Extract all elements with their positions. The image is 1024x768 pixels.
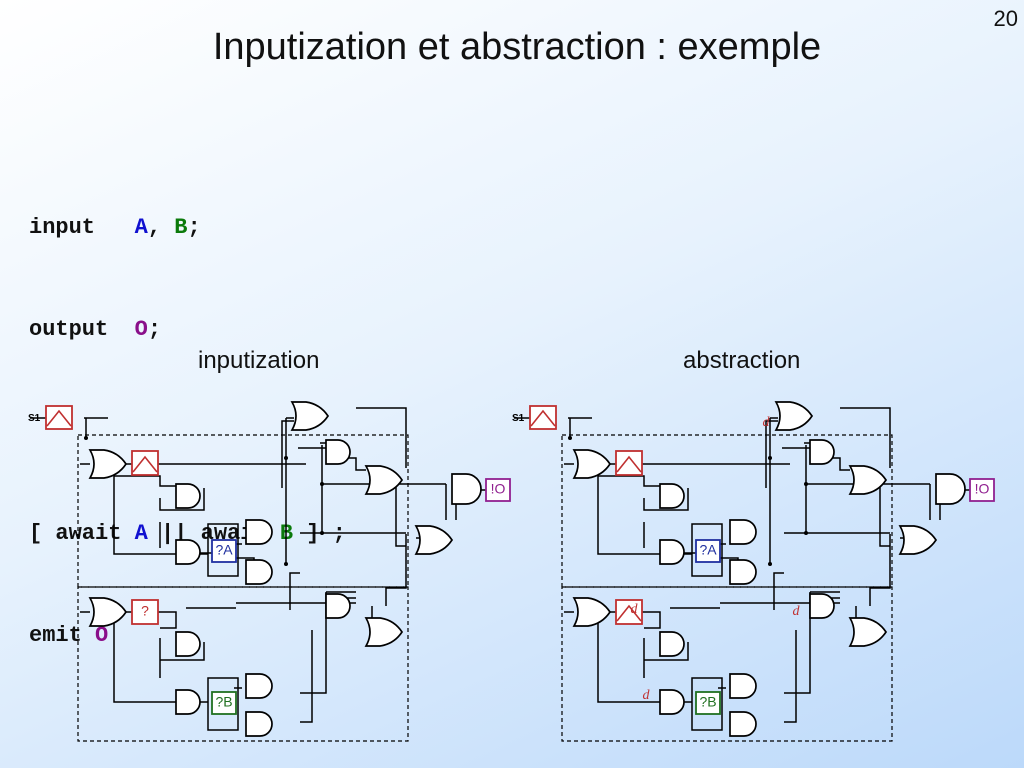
register-top xyxy=(131,450,159,476)
page-number: 20 xyxy=(993,6,1018,31)
input-b-box: ?B xyxy=(211,691,237,715)
input-b-frame xyxy=(691,677,723,731)
or-gates xyxy=(572,401,938,647)
junction-dots xyxy=(84,436,324,566)
boot-input-label: S1 xyxy=(512,413,525,424)
abstraction-box-top xyxy=(77,434,409,588)
abstract-marker-register: d xyxy=(631,602,639,617)
abstraction-box-bottom xyxy=(561,586,893,742)
output-o-box: !O xyxy=(485,478,511,502)
and-gates xyxy=(659,439,966,737)
abstraction-box-bottom xyxy=(77,586,409,742)
input-a-box: ?A xyxy=(211,539,237,563)
input-a-label: ?A xyxy=(699,542,717,558)
input-a-frame xyxy=(691,523,723,577)
input-a-label: ?A xyxy=(215,542,233,558)
code-comma: , xyxy=(147,215,175,240)
register-bottom-abstracted xyxy=(615,599,643,625)
code-block: input A, B; output O; [ await A || await… xyxy=(29,143,346,687)
caption-abstraction: abstraction xyxy=(683,347,801,374)
boot-register xyxy=(45,405,73,430)
code-line-output: output O; xyxy=(29,313,346,347)
junction-dots xyxy=(568,436,808,566)
keyword-input: input xyxy=(29,215,96,240)
input-b-box: ?B xyxy=(695,691,721,715)
code-semicolon: ; xyxy=(147,317,162,342)
code-line-emit: emit O xyxy=(29,619,346,653)
input-a-box: ?A xyxy=(695,539,721,563)
keyword-output: output xyxy=(29,317,109,342)
signal-b: B xyxy=(174,215,188,240)
boot-input-label: S1 xyxy=(28,413,41,424)
circuit-inputization: S1 ? ?A ?B !O xyxy=(28,401,511,742)
or-gates xyxy=(88,401,454,647)
register-top xyxy=(615,450,643,476)
input-b-frame xyxy=(207,677,239,731)
output-o-label: !O xyxy=(491,481,506,497)
abstract-markers: d d d d xyxy=(631,415,801,703)
and-gates xyxy=(175,439,482,737)
input-b-label: ?B xyxy=(699,694,716,710)
circuit-abstraction: S1 ?A ?B !O d d d d xyxy=(512,401,995,742)
input-a-frame xyxy=(207,523,239,577)
abstraction-box-top xyxy=(561,434,893,588)
input-b-label: ?B xyxy=(215,694,232,710)
signal-o: O xyxy=(134,317,148,342)
code-await-open: [ await xyxy=(29,521,135,546)
output-o-box: !O xyxy=(969,478,995,502)
register-unknown-label: ? xyxy=(141,603,149,619)
keyword-emit: emit xyxy=(29,623,96,648)
boot-register xyxy=(529,405,557,430)
signal-o: O xyxy=(95,623,109,648)
signal-a: A xyxy=(134,521,148,546)
code-line-input: input A, B; xyxy=(29,211,346,245)
abstract-marker-middle: d xyxy=(793,604,801,619)
register-bottom: ? xyxy=(131,599,159,625)
slide-title: Inputization et abstraction : exemple xyxy=(212,26,822,68)
signal-a: A xyxy=(134,215,148,240)
output-o-label: !O xyxy=(975,481,990,497)
abstract-marker-top: d xyxy=(763,415,771,430)
code-semicolon: ; xyxy=(187,215,201,240)
caption-inputization: inputization xyxy=(198,347,320,374)
abstract-marker-bottom: d xyxy=(643,688,651,703)
